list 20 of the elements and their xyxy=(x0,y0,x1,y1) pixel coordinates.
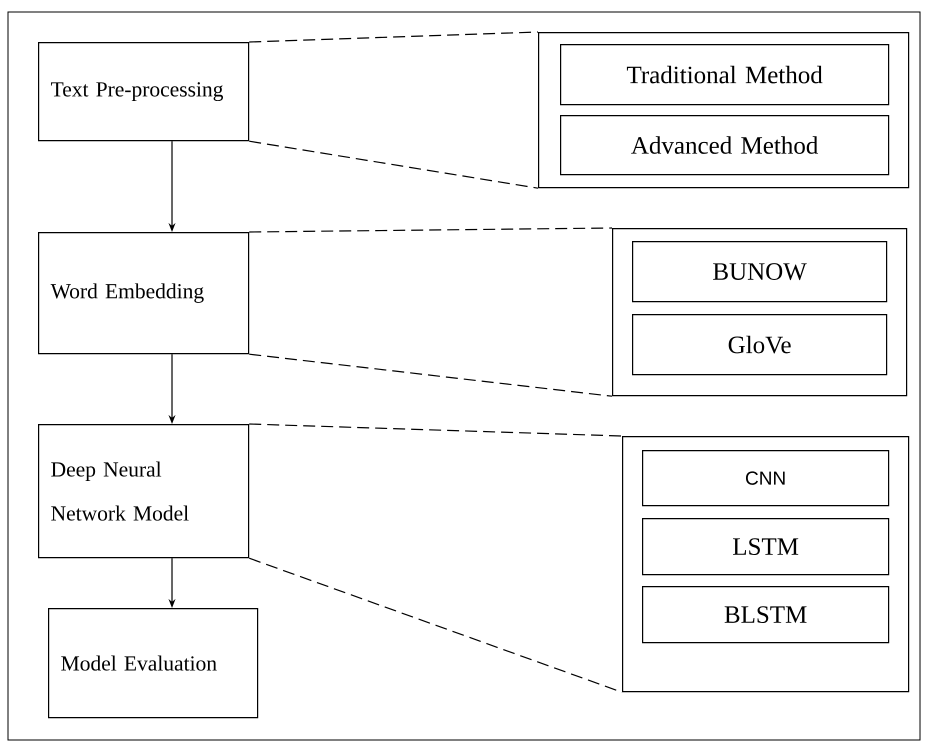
method-box: Advanced Method xyxy=(560,115,890,176)
dashed-line xyxy=(249,140,538,189)
method-box: GloVe xyxy=(632,314,888,376)
group-box xyxy=(612,228,908,396)
method-box: BUNOW xyxy=(632,241,888,302)
dashed-line xyxy=(249,423,622,437)
process-box: Deep Neural Network Model xyxy=(38,424,250,558)
process-box: Model Evaluation xyxy=(48,608,258,718)
method-box: Traditional Method xyxy=(560,44,890,106)
method-box: CNN xyxy=(642,450,890,506)
dashed-line xyxy=(249,31,538,43)
group-box xyxy=(622,436,910,692)
dashed-line xyxy=(249,558,622,693)
dashed-line xyxy=(249,354,612,397)
dashed-line xyxy=(249,227,612,233)
method-box: LSTM xyxy=(642,518,890,576)
process-box: Word Embedding xyxy=(38,232,250,354)
method-box: BLSTM xyxy=(642,586,890,644)
process-box: Text Pre-processing xyxy=(38,42,250,142)
group-box xyxy=(538,32,910,188)
